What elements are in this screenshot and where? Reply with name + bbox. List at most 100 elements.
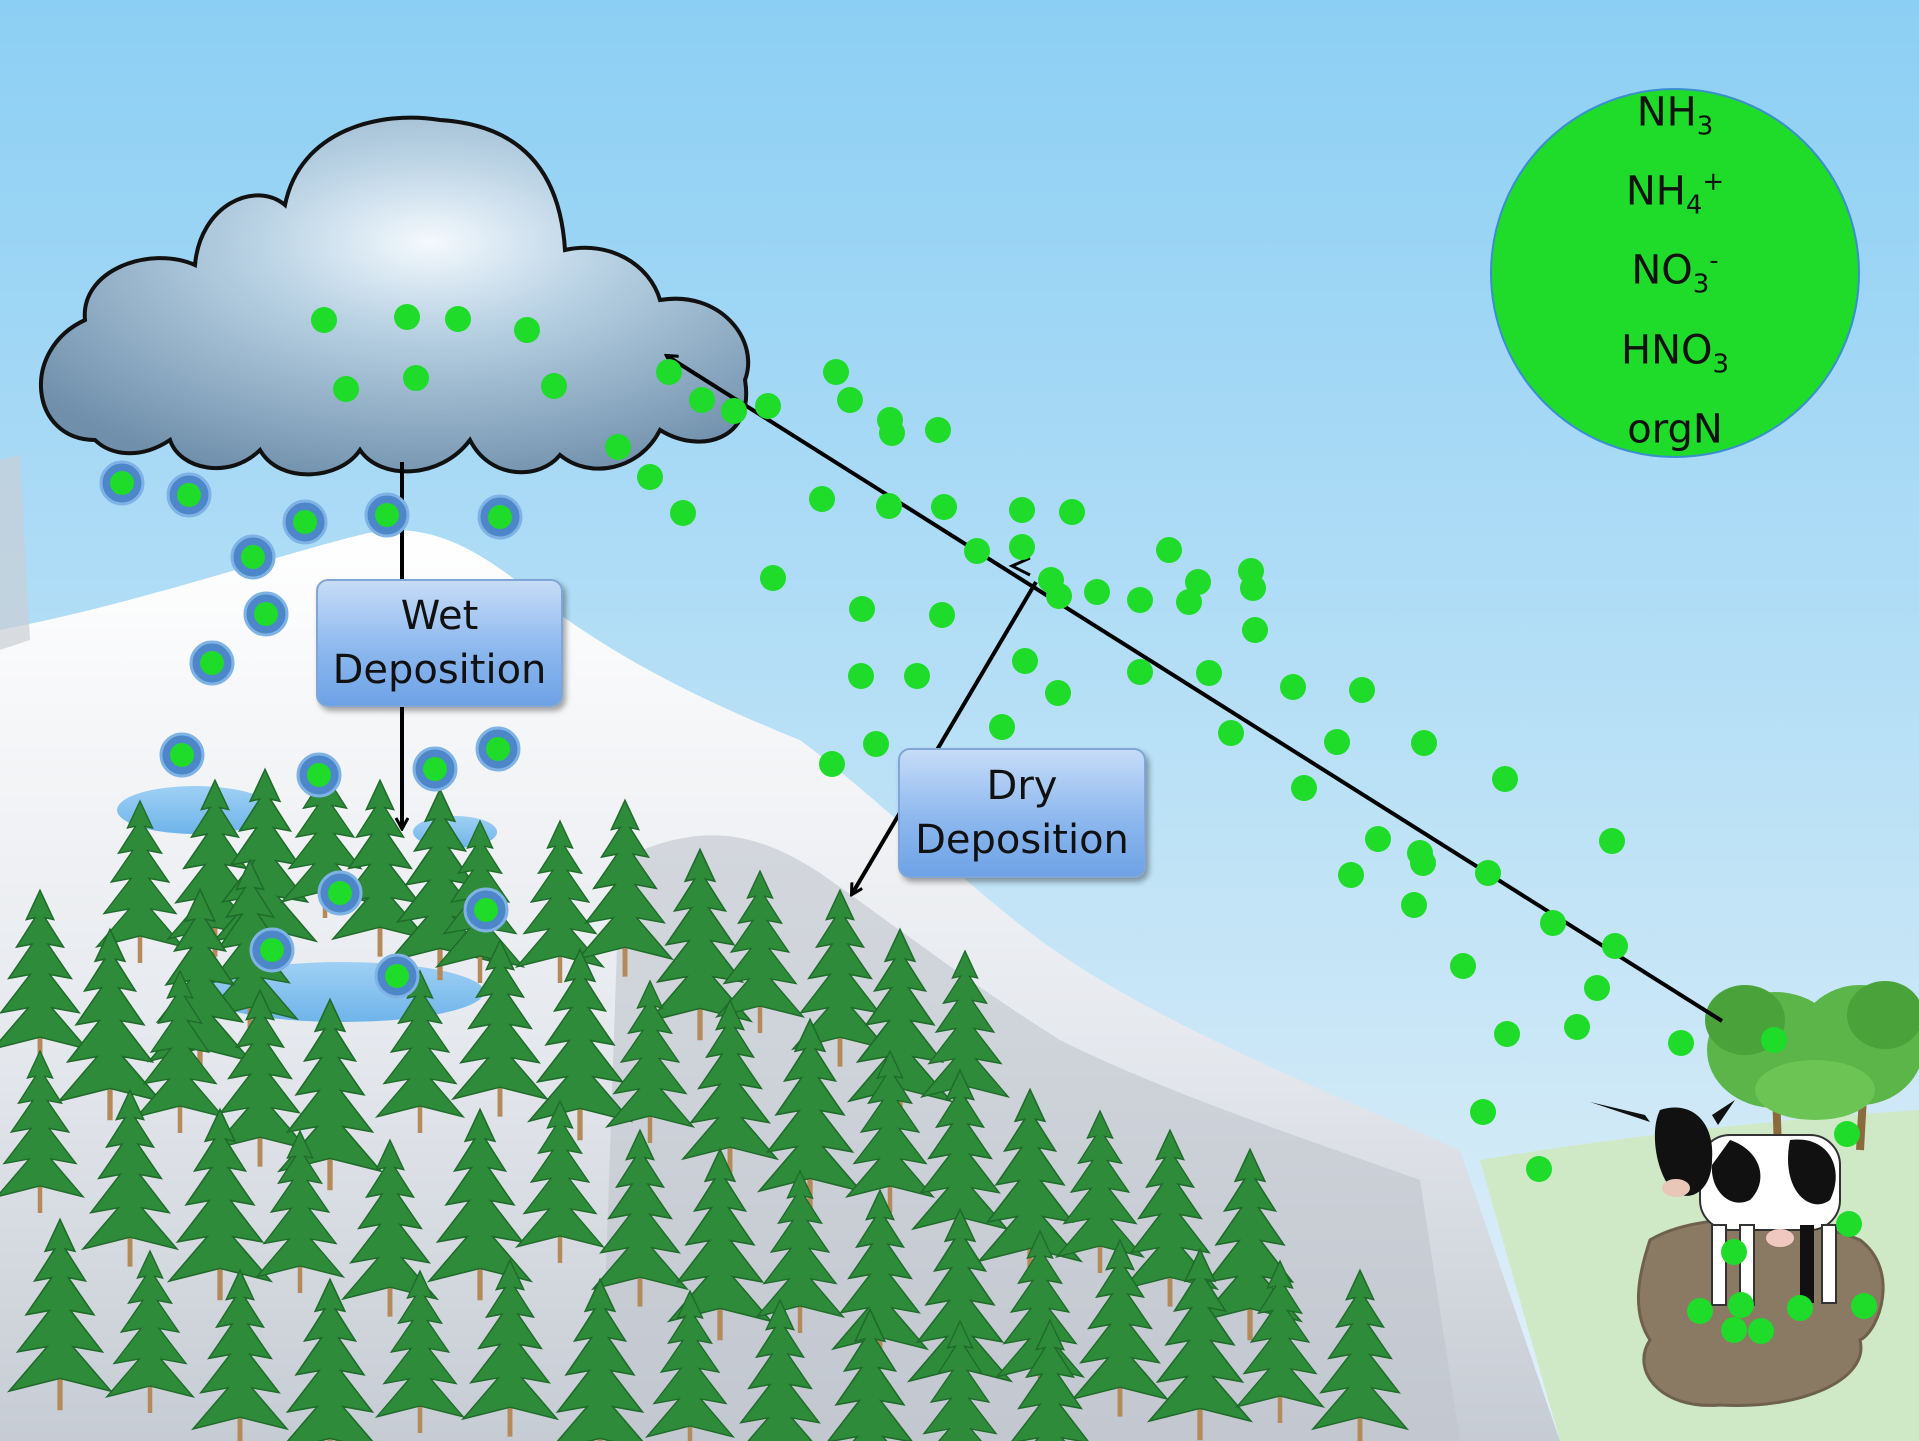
nitrogen-particle [1475,860,1501,886]
nitrogen-particle [1401,892,1427,918]
nitrogen-particle [1084,579,1110,605]
droplet-core [177,483,201,507]
nitrogen-particle [1218,720,1244,746]
nitrogen-particle [1196,660,1222,686]
nitrogen-particle [925,417,951,443]
nitrogen-particle [1009,534,1035,560]
nitrogen-particle [445,306,471,332]
nitrogen-particle [760,565,786,591]
nitrogen-particle [1009,497,1035,523]
nitrogen-particle [605,434,631,460]
transport-arrow [667,356,1724,1023]
nitrogen-particle [1291,775,1317,801]
nitrogen-particle [989,714,1015,740]
nitrogen-particle [1787,1295,1813,1321]
nitrogen-particle [1526,1156,1552,1182]
nitrogen-particle [1540,910,1566,936]
nitrogen-particle [929,602,955,628]
nitrogen-particle [1280,674,1306,700]
nitrogen-particle [1338,862,1364,888]
nitrogen-particle [1470,1099,1496,1125]
droplet-core [254,602,278,626]
dry-label-line1: Dry [986,763,1058,809]
nitrogen-particle [1492,766,1518,792]
nitrogen-species-legend: NH3 NH4+ NO3- HNO3 orgN [1490,88,1860,458]
nitrogen-particle [863,731,889,757]
nitrogen-particle [637,464,663,490]
nitrogen-particle [1176,589,1202,615]
dry-deposition-arrow [852,580,1038,894]
nitrogen-particle [1721,1317,1747,1343]
wet-deposition-label: Wet Deposition [316,579,563,707]
species-no3: NO3- [1631,246,1719,300]
droplet-core [328,881,352,905]
nitrogen-particle [848,663,874,689]
nitrogen-particle [849,596,875,622]
nitrogen-particle [755,393,781,419]
nitrogen-particle [1721,1239,1747,1265]
nitrogen-particle [1728,1292,1754,1318]
nitrogen-particle [1584,975,1610,1001]
droplet-core [293,510,317,534]
nitrogen-particle [931,494,957,520]
nitrogen-particle [1240,575,1266,601]
nitrogen-particle [809,486,835,512]
droplet-core [474,898,498,922]
wet-droplets [99,460,523,999]
nitrogen-particle [1127,659,1153,685]
nitrogen-particle [837,387,863,413]
nitrogen-particle [1668,1030,1694,1056]
nitrogen-particle [1365,826,1391,852]
nitrogen-particle [1761,1027,1787,1053]
nitrogen-particle [1602,933,1628,959]
species-hno3: HNO3 [1620,327,1730,379]
droplet-core [423,757,447,781]
nitrogen-particle [689,387,715,413]
nitrogen-particle [1564,1014,1590,1040]
nitrogen-particle [403,365,429,391]
droplet-core [488,505,512,529]
nitrogen-particle [1836,1211,1862,1237]
nitrogen-particle [1127,587,1153,613]
nitrogen-particle [1012,648,1038,674]
nitrogen-particle [1046,583,1072,609]
nitrogen-particle [823,359,849,385]
nitrogen-particle [879,420,905,446]
nitrogen-particle [656,359,682,385]
droplet-core [200,651,224,675]
droplet-core [486,737,510,761]
nitrogen-particle [1450,953,1476,979]
nitrogen-particle [1185,569,1211,595]
nitrogen-particle [1834,1121,1860,1147]
species-nh3: NH3 [1636,89,1714,142]
droplet-core [260,938,284,962]
transport-midpoint-chevron [1008,556,1031,577]
dry-deposition-label: Dry Deposition [898,748,1146,878]
nitrogen-particle [1851,1293,1877,1319]
nitrogen-particle [721,398,747,424]
nitrogen-particle [394,304,420,330]
nitrogen-particle [1242,617,1268,643]
nitrogen-particle [311,307,337,333]
nitrogen-particle [1045,680,1071,706]
nitrogen-particle [964,538,990,564]
wet-label-line1: Wet [400,593,479,639]
nitrogen-particles [311,304,1877,1344]
nitrogen-particle [1059,499,1085,525]
droplet-core [241,545,265,569]
droplet-core [170,743,194,767]
nitrogen-particle [1324,729,1350,755]
nitrogen-particle [904,663,930,689]
dry-label-line2: Deposition [915,817,1129,863]
cow-icon [1590,1100,1841,1306]
nitrogen-particle [876,493,902,519]
pond-1 [117,786,273,834]
nitrogen-particle [1349,677,1375,703]
droplet-core [110,471,134,495]
nitrogen-particle [1411,730,1437,756]
droplet-core [385,964,409,988]
nitrogen-particle [514,317,540,343]
nitrogen-particle [333,376,359,402]
droplet-core [375,503,399,527]
nitrogen-particle [1748,1318,1774,1344]
